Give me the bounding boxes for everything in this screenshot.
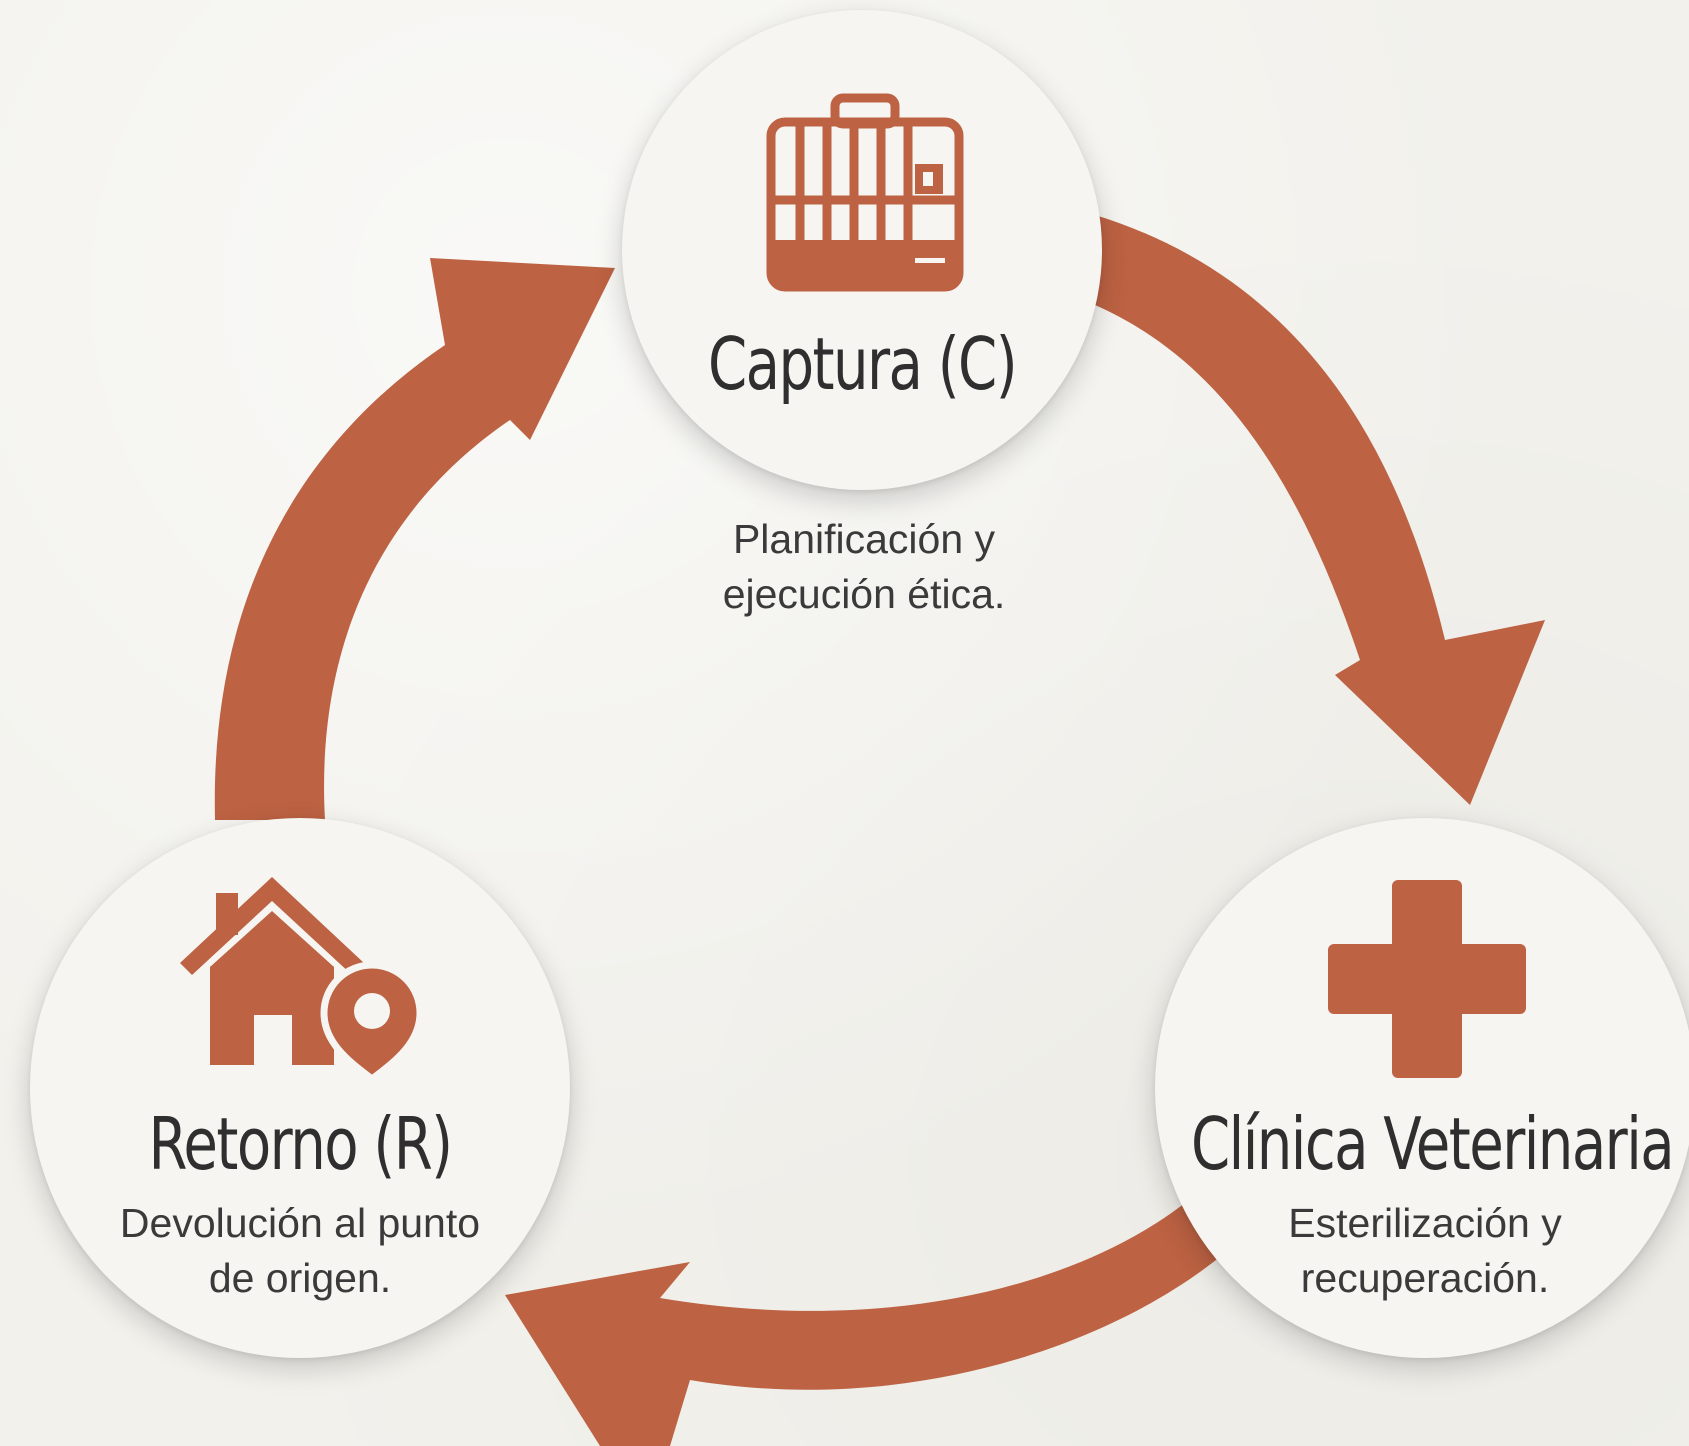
captura-desc-line-1: Planificación y	[732, 516, 996, 562]
arrow-retorno-to-captura	[214, 258, 615, 820]
medical-cross-icon	[1328, 880, 1526, 1078]
home-location-pin-icon	[180, 877, 424, 1080]
captura-desc-line-2: ejecución ética.	[722, 571, 1006, 618]
clinica-desc-line-2: recuperación.	[1300, 1255, 1550, 1302]
clinica-desc-line-1: Esterilización y	[1288, 1200, 1562, 1246]
retorno-desc-line-2: de origen.	[208, 1255, 392, 1302]
arrow-clinica-to-retorno	[505, 1195, 1250, 1446]
pet-carrier-cage-icon	[766, 93, 964, 292]
retorno-title: Retorno (R)	[148, 1102, 453, 1186]
retorno-description: Devolución al punto de origen.	[70, 1196, 530, 1307]
captura-description: Planificación y ejecución ética.	[664, 512, 1064, 623]
captura-title: Captura (C)	[707, 322, 1018, 406]
arrow-captura-to-clinica	[1095, 215, 1545, 805]
clinica-description: Esterilización y recuperación.	[1225, 1196, 1625, 1307]
retorno-desc-line-1: Devolución al punto	[119, 1200, 481, 1246]
clinica-title: Clínica Veterinaria	[1191, 1102, 1675, 1186]
